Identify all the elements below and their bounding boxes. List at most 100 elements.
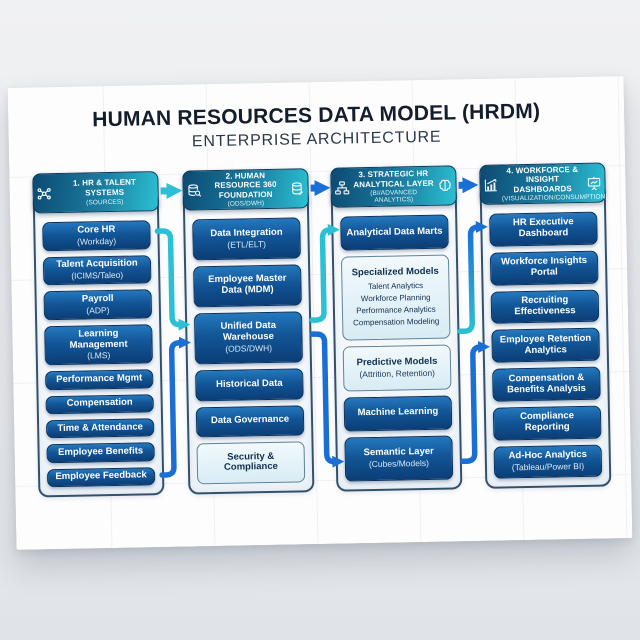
box-talent-acquisition: Talent Acquisition(ICIMS/Taleo) bbox=[42, 254, 152, 286]
box-sublabel: (Workday) bbox=[76, 235, 117, 247]
box-unified-data-warehouse: Unified Data Warehouse(ODS/DWH) bbox=[193, 311, 303, 365]
box-label: Data Governance bbox=[210, 413, 290, 427]
box-machine-learning: Machine Learning bbox=[343, 395, 453, 432]
presentation-icon bbox=[586, 175, 601, 190]
box-label: Security & Compliance bbox=[223, 450, 278, 474]
database-check-icon bbox=[289, 181, 304, 196]
column-header-title: 2. HUMAN RESOURCE 360 FOUNDATION bbox=[214, 170, 277, 200]
model-item: Performance Analytics bbox=[356, 304, 436, 315]
box-label: Employee Retention Analytics bbox=[499, 332, 592, 356]
column-header-title: 3. STRATEGIC HR ANALYTICAL LAYER bbox=[353, 168, 434, 189]
box-label: Recruiting Effectiveness bbox=[514, 294, 576, 318]
column-analytical-layer: 3. STRATEGIC HR ANALYTICAL LAYER(BI/ADVA… bbox=[330, 165, 463, 492]
box-hr-executive-dashboard: HR Executive Dashboard bbox=[489, 211, 598, 247]
box-label: Employee Feedback bbox=[55, 469, 147, 483]
column-dashboards: 4. WORKFORCE & INSIGHT DASHBOARDS(VISUAL… bbox=[479, 162, 612, 489]
column-header-sources: 1. HR & TALENT SYSTEMS(SOURCES) bbox=[32, 171, 160, 214]
box-label: Compensation bbox=[66, 397, 133, 410]
column-header-subtitle: (SOURCES) bbox=[86, 198, 124, 207]
hierarchy-icon bbox=[334, 180, 350, 195]
column-header-title: 1. HR & TALENT SYSTEMS bbox=[72, 177, 137, 198]
chart-icon bbox=[483, 177, 498, 192]
box-sublabel: (ETL/ELT) bbox=[227, 238, 267, 250]
box-label: Historical Data bbox=[215, 377, 283, 391]
column-header-analytical-layer: 3. STRATEGIC HR ANALYTICAL LAYER(BI/ADVA… bbox=[330, 165, 457, 208]
box-workforce-insights-portal: Workforce Insights Portal bbox=[489, 250, 599, 286]
box-security-compliance: Security & Compliance bbox=[196, 441, 306, 485]
connector-analytics-to-dashboard bbox=[457, 220, 488, 335]
column-header-title: 4. WORKFORCE & INSIGHT DASHBOARDS bbox=[506, 164, 579, 195]
box-sublabel: (Tableau/Power BI) bbox=[511, 461, 585, 473]
box-label: Payroll bbox=[81, 292, 114, 305]
box-label: Performance Mgmt bbox=[56, 372, 143, 386]
box-label: Compliance Reporting bbox=[519, 410, 575, 434]
connector-corehr-to-udw bbox=[154, 228, 191, 331]
box-core-hr: Core HR(Workday) bbox=[42, 220, 151, 251]
box-label: Analytical Data Marts bbox=[346, 225, 443, 239]
box-employee-master-data-mdm: Employee Master Data (MDM) bbox=[193, 263, 302, 308]
box-compliance-reporting: Compliance Reporting bbox=[492, 405, 602, 441]
box-label: Compensation & Benefits Analysis bbox=[506, 371, 587, 395]
box-learning-management: Learning Management(LMS) bbox=[44, 324, 153, 366]
box-label: Data Integration bbox=[210, 226, 283, 239]
box-predictive-models: Predictive Models(Attrition, Retention) bbox=[342, 344, 452, 392]
column-body-sources: Core HR(Workday)Talent Acquisition(ICIMS… bbox=[32, 191, 165, 498]
model-item: Workforce Planning bbox=[360, 292, 431, 303]
box-sublabel: (LMS) bbox=[87, 350, 111, 361]
box-recruiting-effectiveness: Recruiting Effectiveness bbox=[490, 289, 600, 325]
box-historical-data: Historical Data bbox=[195, 368, 304, 401]
connector-udw-to-semantic bbox=[309, 331, 345, 468]
box-label: Employee Benefits bbox=[58, 445, 144, 459]
network-icon bbox=[37, 186, 52, 201]
model-item: Compensation Modeling bbox=[352, 316, 440, 327]
column-header-subtitle: (BI/ADVANCED ANALYTICS) bbox=[370, 189, 418, 205]
box-sublabel: (ODS/DWH) bbox=[225, 343, 273, 355]
column-foundation: 2. HUMAN RESOURCE 360 FOUNDATION(ODS/DWH… bbox=[182, 168, 315, 495]
box-sublabel: (Cubes/Models) bbox=[368, 458, 429, 470]
column-header-subtitle: (ODS/DWH) bbox=[227, 200, 265, 209]
connector-udw-to-datamarts bbox=[309, 223, 340, 323]
box-label: Machine Learning bbox=[357, 405, 439, 419]
box-label: Workforce Insights Portal bbox=[501, 255, 588, 279]
brain-icon bbox=[437, 178, 452, 193]
box-label: Time & Attendance bbox=[57, 421, 144, 434]
box-label: Learning Management bbox=[69, 327, 128, 351]
column-header-text: 4. WORKFORCE & INSIGHT DASHBOARDS(VISUAL… bbox=[501, 164, 608, 203]
box-semantic-layer: Semantic Layer(Cubes/Models) bbox=[344, 435, 454, 482]
column-header-dashboards: 4. WORKFORCE & INSIGHT DASHBOARDS(VISUAL… bbox=[479, 162, 608, 205]
box-label: Unified Data Warehouse bbox=[220, 320, 277, 344]
box-employee-feedback: Employee Feedback bbox=[46, 466, 156, 488]
diagram-card: HUMAN RESOURCES DATA MODEL (HRDM) ENTERP… bbox=[7, 76, 633, 550]
box-label: Talent Acquisition bbox=[56, 257, 138, 271]
box-sublabel: (ADP) bbox=[86, 304, 110, 316]
box-label: HR Executive Dashboard bbox=[512, 216, 574, 240]
column-sources: 1. HR & TALENT SYSTEMS(SOURCES) Core HR(W… bbox=[32, 171, 165, 498]
connector-semantic-to-retention bbox=[460, 340, 491, 465]
box-analytical-data-marts: Analytical Data Marts bbox=[340, 214, 449, 251]
box-data-integration: Data Integration(ETL/ELT) bbox=[192, 217, 301, 261]
box-ad-hoc-analytics: Ad-Hoc Analytics(Tableau/Power BI) bbox=[493, 444, 603, 479]
box-sublabel: (ICIMS/Taleo) bbox=[71, 270, 124, 282]
column-header-text: 1. HR & TALENT SYSTEMS(SOURCES) bbox=[54, 178, 155, 207]
column-header-subtitle: (VISUALIZATION/CONSUMPTION) bbox=[501, 193, 608, 203]
column-header-text: 3. STRATEGIC HR ANALYTICAL LAYER(BI/ADVA… bbox=[352, 169, 435, 205]
column-body-foundation: Data Integration(ETL/ELT) Employee Master… bbox=[182, 188, 315, 495]
box-label: Employee Master Data (MDM) bbox=[208, 272, 287, 297]
box-sublabel: (Attrition, Retention) bbox=[359, 367, 436, 379]
box-compensation: Compensation bbox=[45, 393, 154, 415]
box-time-attendance: Time & Attendance bbox=[46, 418, 155, 439]
columns-container: 1. HR & TALENT SYSTEMS(SOURCES) Core HR(W… bbox=[8, 76, 624, 498]
box-payroll: Payroll(ADP) bbox=[43, 289, 153, 321]
box-label: Core HR bbox=[77, 223, 116, 236]
box-label: Specialized Models bbox=[351, 265, 439, 279]
column-header-text: 2. HUMAN RESOURCE 360 FOUNDATION(ODS/DWH… bbox=[204, 170, 287, 209]
box-performance-mgmt: Performance Mgmt bbox=[45, 369, 154, 391]
box-data-governance: Data Governance bbox=[195, 404, 305, 438]
box-compensation-benefits-analysis: Compensation & Benefits Analysis bbox=[492, 366, 601, 402]
database-search-icon bbox=[186, 183, 202, 198]
column-header-foundation: 2. HUMAN RESOURCE 360 FOUNDATION(ODS/DWH… bbox=[182, 168, 309, 211]
